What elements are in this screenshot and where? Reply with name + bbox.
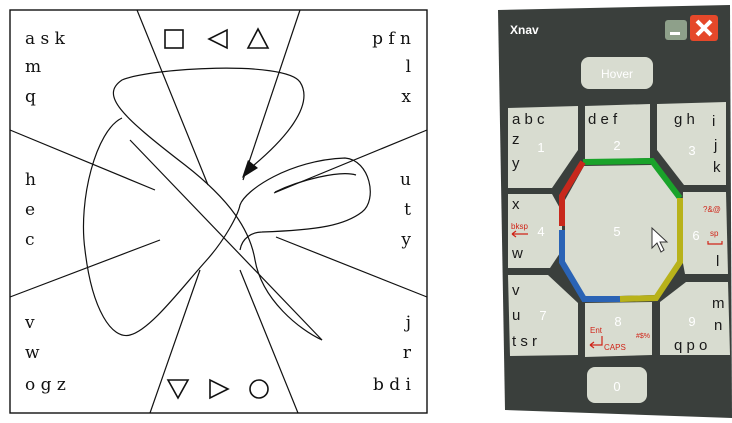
letters-left-3: c [25,230,35,250]
sector-1-letter: y [512,155,520,172]
letters-top-right-2: l [406,57,411,77]
sector-8-number: 8 [614,314,621,329]
sector-9-letters: q p o [674,337,707,354]
sector-5-number: 5 [613,224,620,239]
letters-left-1: h [25,170,36,190]
caps-label: CAPS [604,343,626,352]
letters-left-2: e [25,200,35,220]
sector-2-number: 2 [613,138,620,153]
xnav-title: Xnav [510,23,539,37]
diagram-border [10,10,427,413]
letters-bottom-left-1: v [24,313,35,333]
sector-6-number: 6 [692,228,699,243]
special-chars-label: #$% [636,333,650,340]
sector-9-letter: m [712,295,725,312]
space-label: sp [710,229,719,238]
letters-bottom-right-3: b d i [373,375,412,395]
xnav-window: Xnav Hover 0 a b c z y 1 d e f 2 g h [498,5,732,418]
sector-1-number: 1 [537,140,544,155]
sector-4-letter: x [512,196,520,213]
letters-bottom-left-2: w [25,343,40,363]
letters-right-2: t [404,200,411,220]
letters-right-1: u [400,170,411,190]
sector-4-number: 4 [537,224,544,239]
sector-2-letters: d e f [588,111,618,128]
sector-7-letter: u [512,307,520,324]
letters-bottom-right-2: r [403,343,412,363]
letters-right-3: y [400,230,411,250]
sector-3-letter: k [713,159,721,176]
sector-1-letters: a b c [512,111,545,128]
letters-top-left-1: a s k [25,29,66,49]
sector-4-letter: w [511,245,523,262]
sector-3-number: 3 [688,143,695,158]
sector-7-letters: t s r [512,333,537,350]
sector-1-letter: z [512,131,520,148]
letters-top-right-3: x [401,87,411,107]
minimize-button[interactable] [665,20,687,40]
letters-top-right-1: p f n [372,29,411,49]
sector-3-letters: g h [674,111,695,128]
sector-7-number: 7 [539,308,546,323]
enter-label: Ent [590,326,603,335]
zero-button-label: 0 [613,379,620,394]
sector-3-letter: i [712,113,715,130]
letters-top-left-3: q [25,87,36,107]
sector-3-letter: j [713,137,717,154]
hover-button-label: Hover [601,67,633,81]
letters-top-left-2: m [25,57,41,77]
sector-7-letter: v [512,282,520,299]
letters-bottom-right-1: j [404,313,411,333]
left-diagram: a s k m q p f n l x h e c u t y v w o g … [10,10,427,413]
sector-6-letter: l [716,253,719,270]
symbols-label: ?&@ [703,205,721,214]
sector-9-letter: n [714,317,722,334]
backspace-label: bksp [511,222,528,231]
sector-5-key[interactable] [565,165,678,297]
letters-bottom-left-3: o g z [25,375,66,395]
minimize-icon [670,32,680,35]
sector-9-number: 9 [688,314,695,329]
